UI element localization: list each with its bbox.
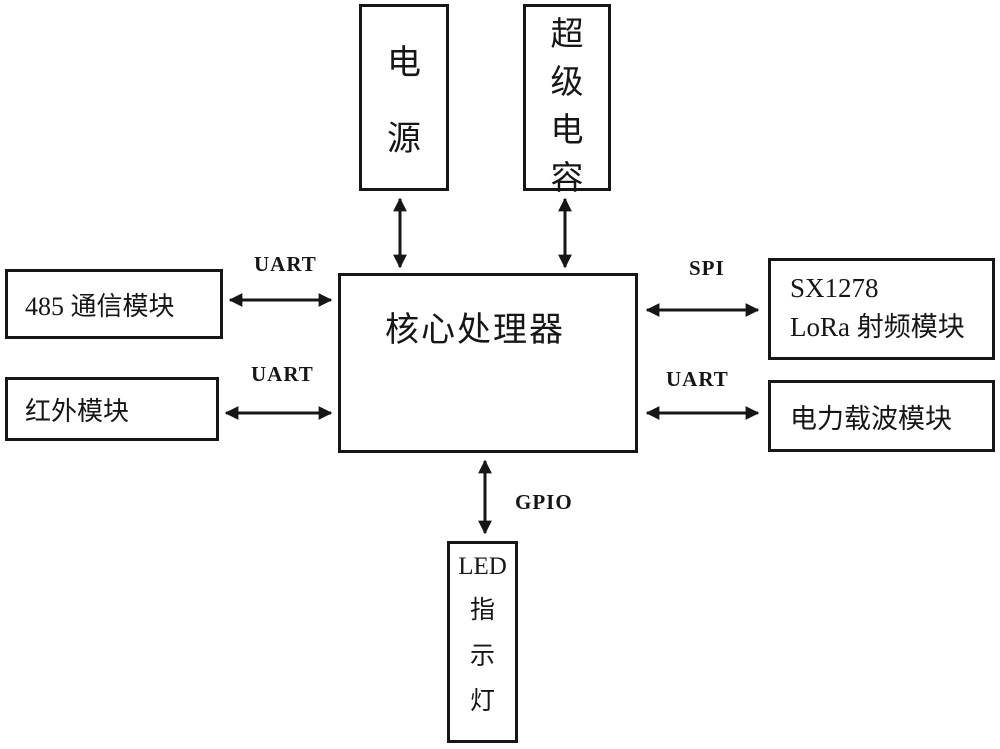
block-supercap-char: 容	[551, 151, 584, 199]
block-supercap-char: 超	[551, 7, 584, 55]
block-supercapacitor: 超 级 电 容	[523, 4, 611, 191]
block-power: 电 源	[359, 4, 449, 191]
block-led-line: 指	[470, 590, 495, 626]
block-plc-module: 电力载波模块	[768, 380, 995, 452]
block-power-char: 源	[387, 111, 421, 160]
block-sx1278-line1: SX1278	[790, 269, 992, 308]
block-sx1278-line2: LoRa 射频模块	[790, 308, 992, 347]
bus-label-uart-left-bottom: UART	[251, 362, 314, 387]
block-485-comm-module: 485 通信模块	[5, 269, 223, 339]
block-supercap-char: 级	[551, 55, 584, 103]
block-infrared-module: 红外模块	[5, 377, 219, 441]
block-infrared-label: 红外模块	[25, 391, 129, 428]
bus-label-gpio: GPIO	[515, 490, 573, 515]
block-led-indicator: LED 指 示 灯	[447, 541, 518, 743]
block-supercap-char: 电	[551, 103, 584, 151]
block-plc-label: 电力载波模块	[790, 397, 952, 436]
bus-label-uart-left-top: UART	[254, 252, 317, 277]
block-led-line: LED	[458, 553, 507, 581]
block-485-label: 485 通信模块	[25, 286, 175, 323]
block-core-processor: 核心处理器	[338, 273, 638, 453]
block-power-char: 电	[387, 35, 421, 84]
bus-label-spi: SPI	[689, 256, 725, 281]
bus-label-uart-right: UART	[666, 367, 729, 392]
block-core-label: 核心处理器	[385, 312, 565, 349]
block-led-line: 示	[470, 636, 495, 672]
block-sx1278-lora-module: SX1278 LoRa 射频模块	[768, 258, 995, 360]
block-led-line: 灯	[470, 681, 495, 717]
